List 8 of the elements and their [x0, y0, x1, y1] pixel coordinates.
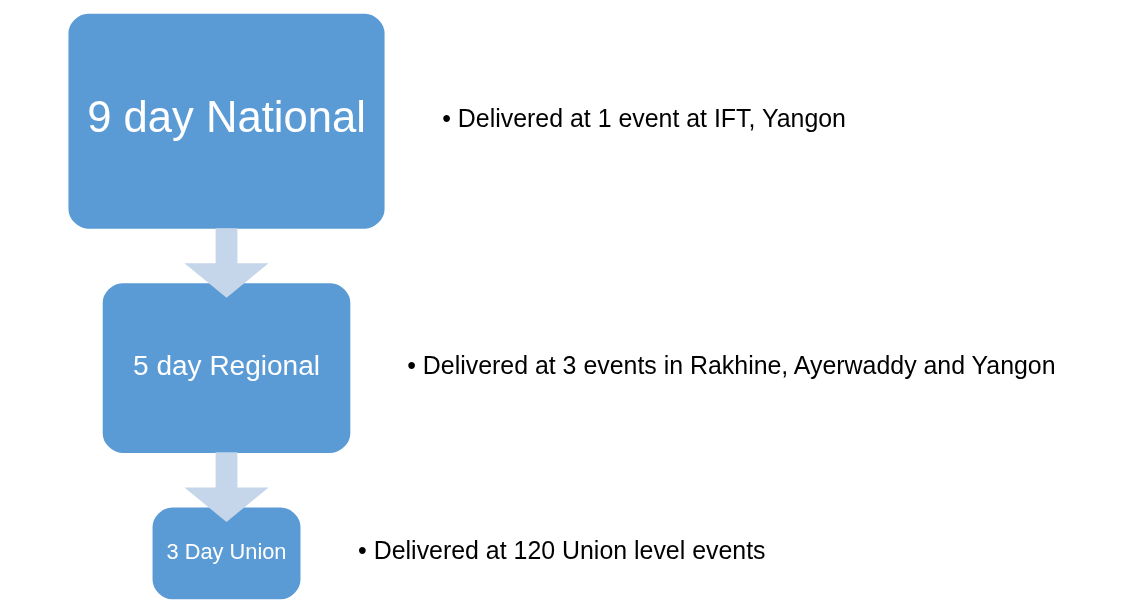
- node-box: 5 day Regional: [102, 283, 350, 453]
- arrow: [184, 452, 269, 522]
- node-box: 3 Day Union: [152, 507, 300, 600]
- node-box: 9 day National: [67, 13, 385, 229]
- node-label: • Delivered at 3 events in Rakhine, Ayerwaddy and Yangon: [406, 350, 1056, 379]
- node-label: • Delivered at 1 event at IFT, Yangon: [441, 104, 846, 133]
- arrow: [184, 228, 269, 298]
- node-label: • Delivered at 120 Union level events: [357, 536, 766, 565]
